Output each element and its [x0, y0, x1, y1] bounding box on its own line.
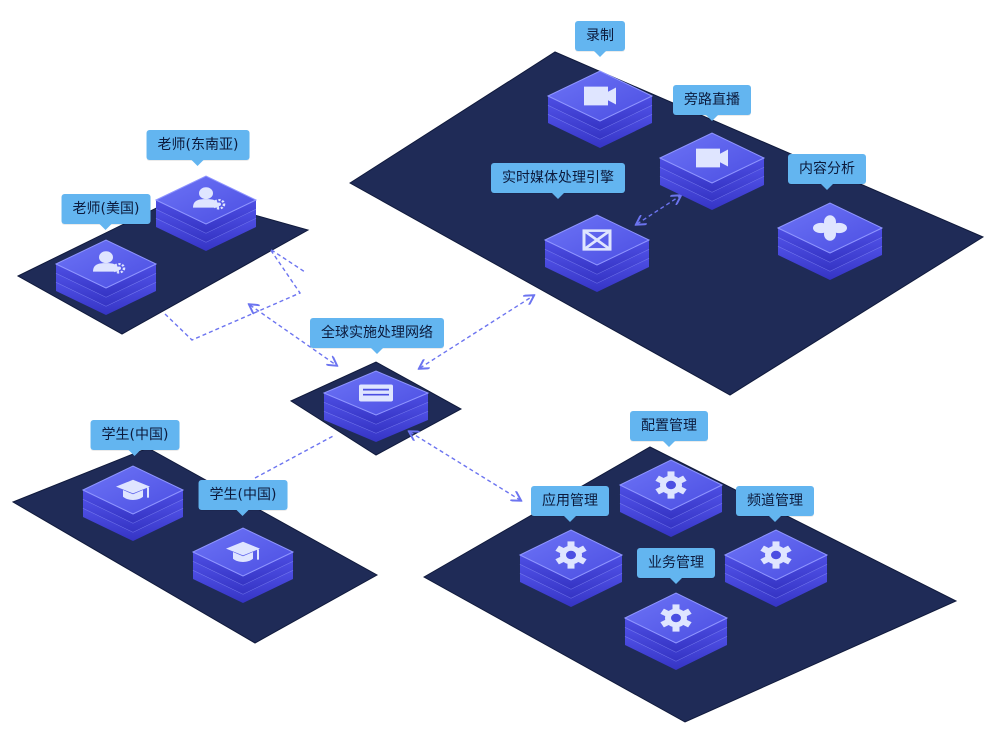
connector-students-to-network	[254, 434, 336, 479]
label-teacher-sea: 老师(东南亚)	[146, 130, 250, 166]
block-student-cn-2	[191, 527, 295, 603]
label-channel-mgmt: 频道管理	[736, 486, 814, 522]
connector-engine-to-live	[637, 196, 680, 224]
block-student-cn-1	[81, 465, 185, 541]
label-config-mgmt: 配置管理	[630, 411, 708, 447]
label-student-cn-2: 学生(中国)	[198, 480, 288, 516]
block-channel-mgmt	[723, 529, 829, 607]
block-recording	[546, 70, 654, 148]
label-realtime-engine: 实时媒体处理引擎	[491, 163, 625, 199]
connector-teachers-to-network	[250, 305, 336, 365]
label-bypass-live: 旁路直播	[673, 85, 751, 121]
label-business-mgmt: 业务管理	[637, 548, 715, 584]
connector-teachers-route	[164, 248, 306, 341]
block-global-network	[322, 370, 430, 442]
label-student-cn-1: 学生(中国)	[90, 420, 180, 456]
connector-network-to-media	[420, 296, 533, 368]
block-app-mgmt	[518, 529, 624, 607]
label-content-analysis: 内容分析	[788, 154, 866, 190]
block-business-mgmt	[623, 592, 729, 670]
block-teacher-sea	[154, 175, 258, 251]
platform-media-services	[349, 51, 985, 396]
block-teacher-us	[54, 239, 158, 315]
label-recording: 录制	[575, 21, 625, 57]
block-realtime-engine	[543, 214, 651, 292]
label-app-mgmt: 应用管理	[531, 486, 609, 522]
label-global-network: 全球实施处理网络	[310, 318, 444, 354]
platform-students	[11, 447, 379, 644]
block-bypass-live	[658, 132, 766, 210]
label-teacher-us: 老师(美国)	[61, 194, 151, 230]
block-config-mgmt	[618, 459, 724, 537]
connector-network-to-management	[410, 432, 520, 500]
server-chip-icon	[358, 383, 394, 403]
block-content-analysis	[776, 202, 884, 280]
